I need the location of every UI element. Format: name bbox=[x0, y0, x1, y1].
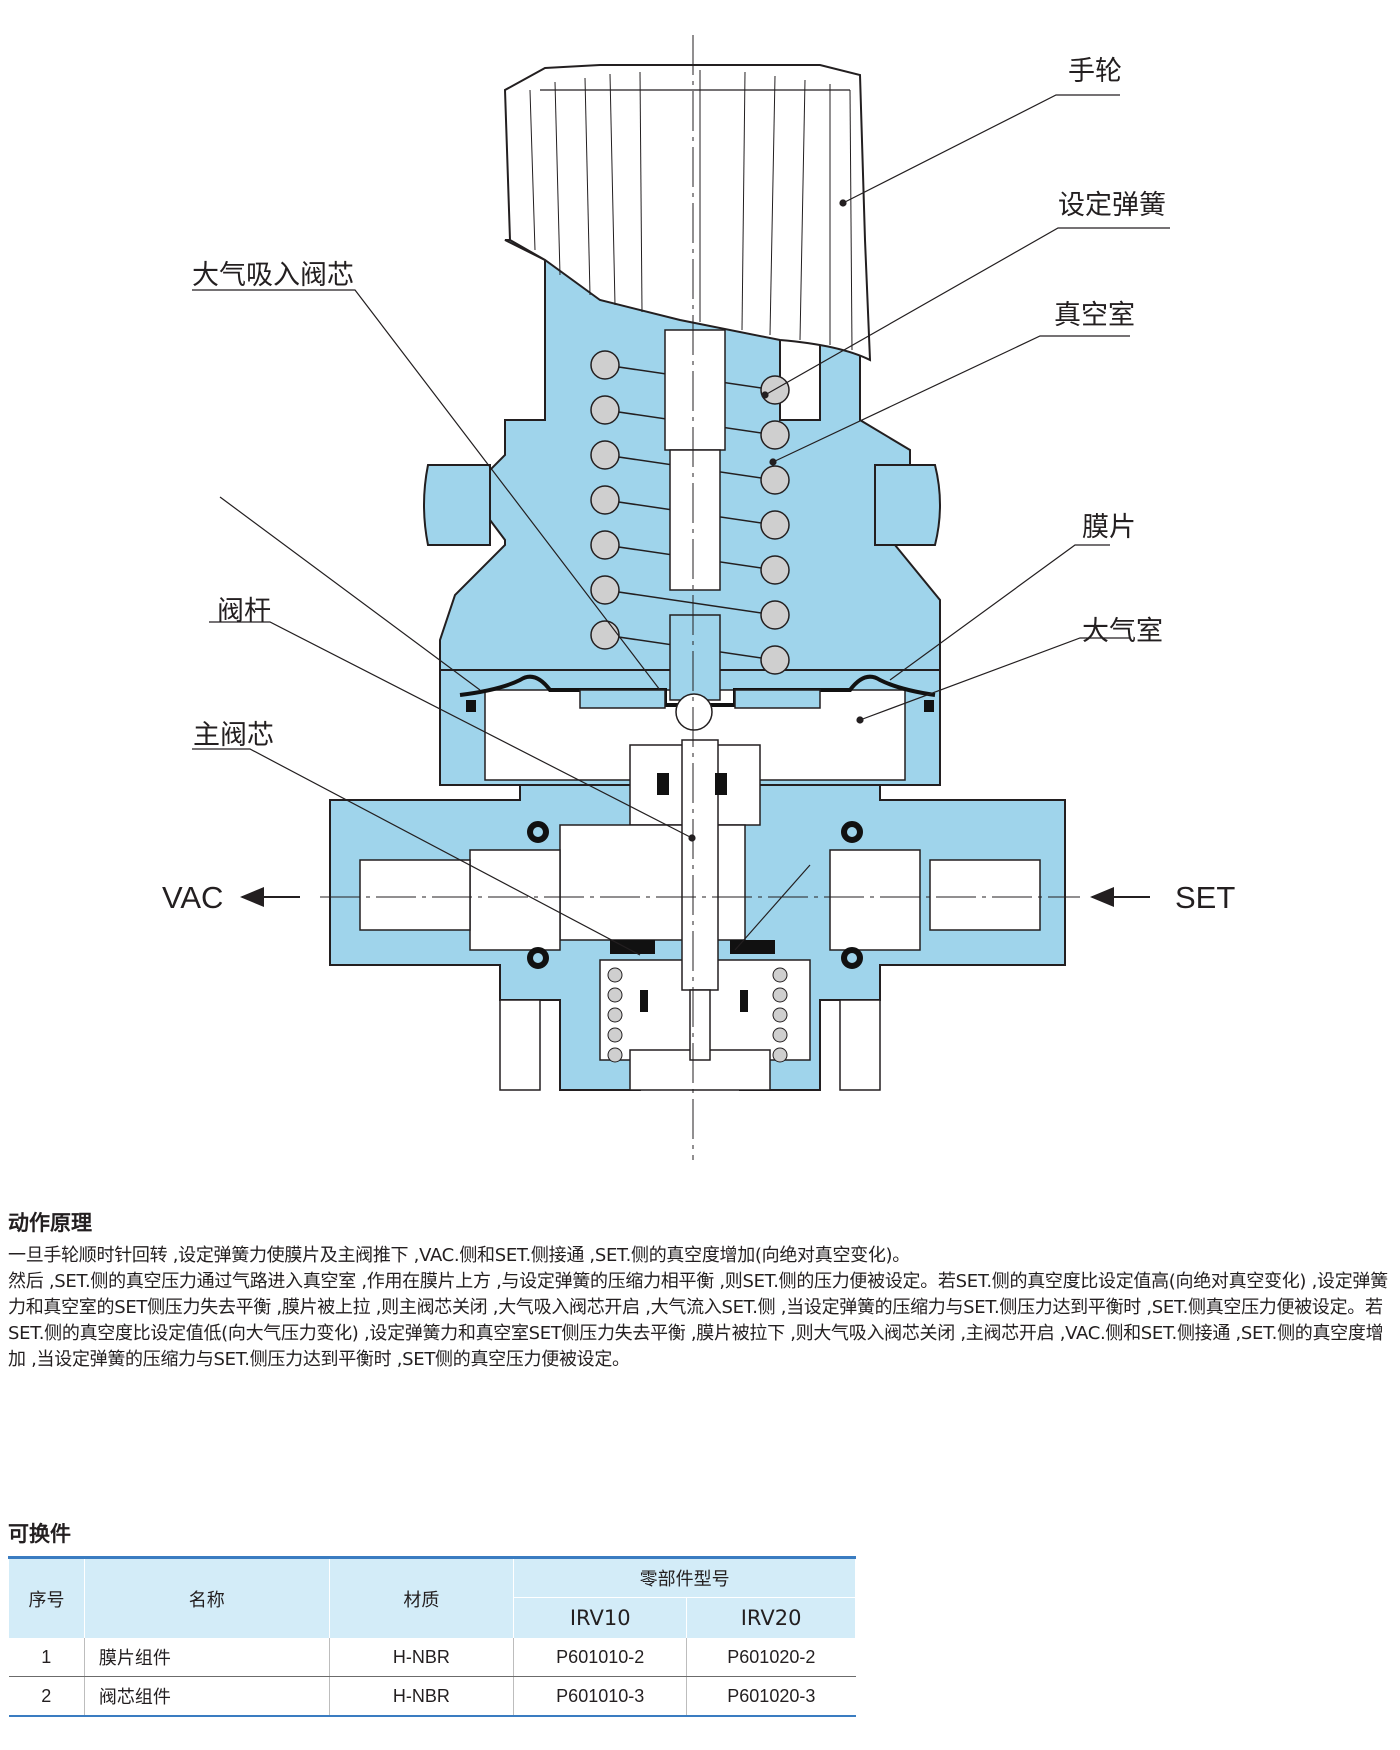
cell-irv20: P601020-3 bbox=[686, 1676, 856, 1717]
setting-spring bbox=[590, 350, 790, 675]
callout-vacuum-chamber: 真空室 bbox=[1054, 300, 1135, 331]
diaphragm bbox=[459, 674, 936, 731]
cell-name: 膜片组件 bbox=[83, 1638, 330, 1677]
cell-name: 阀芯组件 bbox=[83, 1676, 330, 1717]
header-part-no: 零部件型号 bbox=[513, 1556, 856, 1598]
callout-main-valve: 主阀芯 bbox=[193, 720, 274, 751]
central-stem bbox=[664, 329, 726, 1061]
callout-handwheel: 手轮 bbox=[1068, 56, 1122, 87]
handwheel bbox=[503, 64, 872, 362]
cell-material: H-NBR bbox=[328, 1638, 514, 1677]
valve-cross-section-diagram bbox=[192, 35, 1170, 1160]
cell-irv10: P601010-2 bbox=[513, 1638, 687, 1677]
header-material: 材质 bbox=[328, 1556, 515, 1638]
parts-table: 序号 名称 材质 零部件型号 IRV10 IRV20 1 膜片组件 H-NBR … bbox=[8, 1556, 856, 1717]
header-no: 序号 bbox=[8, 1556, 85, 1638]
table-row: 1 膜片组件 H-NBR P601010-2 P601020-2 bbox=[8, 1638, 856, 1677]
parts-title: 可换件 bbox=[8, 1522, 71, 1546]
callout-atm-chamber: 大气室 bbox=[1082, 616, 1163, 647]
callout-diaphragm: 膜片 bbox=[1082, 512, 1136, 543]
header-model-irv20: IRV20 bbox=[686, 1597, 856, 1638]
port-label-set: SET bbox=[1175, 880, 1236, 915]
callout-setting-spring: 设定弹簧 bbox=[1058, 190, 1166, 221]
principle-paragraph-2: 然后 ,SET.侧的真空压力通过气路进入真空室 ,作用在膜片上方 ,与设定弹簧的… bbox=[8, 1271, 1388, 1371]
principle-paragraph-1: 一旦手轮顺时针回转 ,设定弹簧力使膜片及主阀推下 ,VAC.侧和SET.侧接通 … bbox=[8, 1245, 910, 1267]
cell-material: H-NBR bbox=[328, 1676, 514, 1717]
o-rings bbox=[527, 821, 863, 969]
table-row: 2 阀芯组件 H-NBR P601010-3 P601020-3 bbox=[8, 1676, 856, 1717]
header-name: 名称 bbox=[83, 1556, 330, 1638]
port-label-vac: VAC bbox=[162, 880, 224, 915]
cell-irv10: P601010-3 bbox=[513, 1676, 687, 1717]
cell-irv20: P601020-2 bbox=[686, 1638, 856, 1677]
cell-no: 1 bbox=[8, 1638, 85, 1677]
operating-principle-section: 动作原理 一旦手轮顺时针回转 ,设定弹簧力使膜片及主阀推下 ,VAC.侧和SET… bbox=[8, 1210, 1392, 1373]
small-spring bbox=[607, 967, 788, 1063]
cell-no: 2 bbox=[8, 1676, 85, 1717]
principle-title: 动作原理 bbox=[8, 1211, 92, 1235]
callout-valve-stem: 阀杆 bbox=[217, 596, 271, 627]
replaceable-parts-section: 可换件 序号 名称 材质 零部件型号 IRV10 IRV20 1 膜片组件 H-… bbox=[8, 1518, 856, 1717]
leader-lines bbox=[192, 94, 1170, 956]
callout-atm-intake-valve: 大气吸入阀芯 bbox=[192, 260, 354, 291]
header-model-irv10: IRV10 bbox=[513, 1597, 688, 1638]
